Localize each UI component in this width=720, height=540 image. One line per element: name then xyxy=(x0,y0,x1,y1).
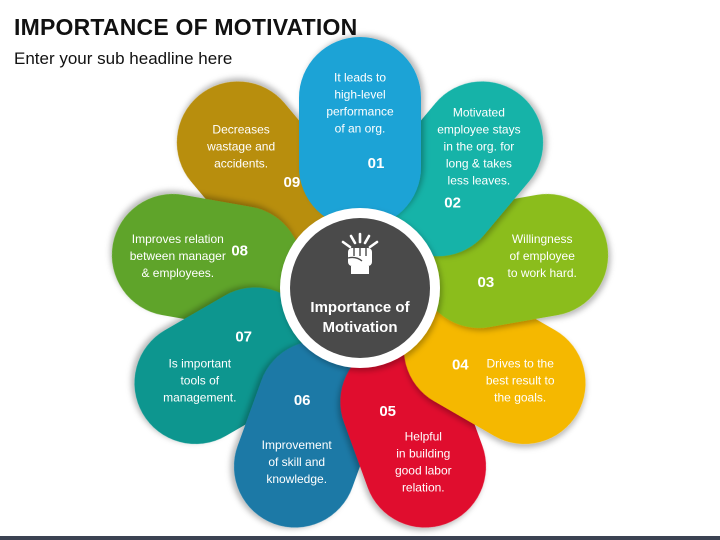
page-subtitle: Enter your sub headline here xyxy=(14,49,233,68)
petal-text-line: Helpful xyxy=(405,429,442,443)
petal-number: 01 xyxy=(368,155,385,172)
petal-shape xyxy=(403,287,586,444)
center-hub: Importance of Motivation xyxy=(280,208,440,368)
center-title-line-2: Motivation xyxy=(323,319,398,336)
petal-text-line: the goals. xyxy=(494,391,546,405)
petal-text-line: It leads to xyxy=(334,71,386,85)
petal-text-line: high-level xyxy=(334,88,385,102)
petal-text-line: Willingness xyxy=(512,232,573,246)
petal-text-line: wastage and xyxy=(206,139,275,153)
petal-text-line: relation. xyxy=(402,480,445,494)
petal-text-line: employee stays xyxy=(437,122,520,136)
raised-fist-icon xyxy=(341,232,379,274)
petal-text-line: accidents. xyxy=(214,156,268,170)
petal-text-line: tools of xyxy=(180,374,219,388)
petal-text-line: of skill and xyxy=(268,455,325,469)
petal-text-line: management. xyxy=(163,391,236,405)
petal-text-line: between manager xyxy=(130,249,226,263)
center-title-line-1: Importance of xyxy=(310,299,410,316)
petal-text-line: best result to xyxy=(486,374,555,388)
petal-text-line: performance xyxy=(326,105,394,119)
petal-04 xyxy=(403,287,586,444)
petal-text-line: to work hard. xyxy=(508,266,577,280)
petal-number: 06 xyxy=(294,392,311,409)
petal-number: 09 xyxy=(284,174,301,191)
petal-text-line: Motivated xyxy=(453,105,505,119)
petals-layer: 01 It leads to high-level performance of an … xyxy=(111,37,609,528)
petal-number: 05 xyxy=(379,403,396,420)
petal-shape xyxy=(299,37,421,228)
petal-number: 04 xyxy=(452,356,469,373)
petal-text-line: long & takes xyxy=(446,156,512,170)
petal-text-line: in building xyxy=(396,446,450,460)
petal-number: 08 xyxy=(231,243,248,260)
petal-text-line: in the org. for xyxy=(444,139,515,153)
petal-text-line: Decreases xyxy=(212,122,269,136)
petal-text-line: less leaves. xyxy=(448,173,511,187)
petal-text-line: of employee xyxy=(510,249,576,263)
center-hub-disc xyxy=(290,218,430,358)
petal-number: 03 xyxy=(478,274,495,291)
footer-bar xyxy=(0,536,720,540)
petal-text-line: Improvement xyxy=(262,438,333,452)
petal-text-line: of an org. xyxy=(335,122,386,136)
petal-text-line: good labor xyxy=(395,463,452,477)
page-title: IMPORTANCE OF MOTIVATION xyxy=(14,14,358,40)
petal-01 xyxy=(299,37,421,228)
petal-text-line: knowledge. xyxy=(266,472,327,486)
petal-text-line: & employees. xyxy=(141,266,214,280)
petal-number: 07 xyxy=(235,329,252,346)
petal-text-line: Improves relation xyxy=(132,232,224,246)
petal-text-line: Is important xyxy=(168,357,231,371)
petal-number: 02 xyxy=(444,195,461,212)
petal-text-line: Drives to the xyxy=(487,357,555,371)
